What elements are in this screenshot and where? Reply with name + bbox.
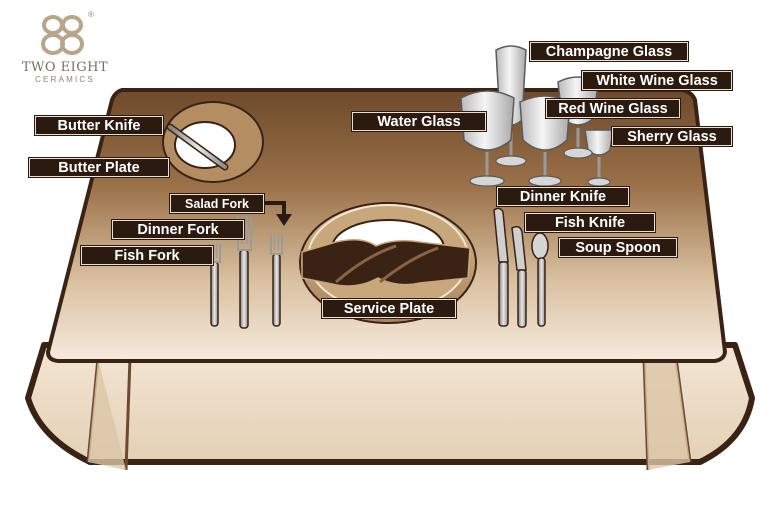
dinner-knife: [493, 207, 509, 327]
salad-fork-arrow: [264, 201, 292, 226]
salad-fork: [270, 234, 283, 327]
brand-logo-icon: [41, 15, 84, 55]
label-salad-fork: Salad Fork: [170, 194, 264, 213]
label-butter-plate: Butter Plate: [29, 158, 169, 177]
label-butter-knife: Butter Knife: [35, 116, 163, 135]
napkin: [301, 239, 471, 287]
sherry-glass: [584, 129, 614, 187]
fish-knife: [511, 225, 527, 328]
label-red-wine-glass: Red Wine Glass: [546, 99, 680, 118]
label-dinner-fork: Dinner Fork: [112, 220, 244, 239]
water-glass: [460, 90, 515, 187]
dinner-fork: [237, 216, 252, 329]
butter-plate: [162, 101, 264, 183]
brand-subtitle: CERAMICS: [35, 75, 95, 84]
label-service-plate: Service Plate: [322, 299, 456, 318]
label-champagne-glass: Champagne Glass: [530, 42, 688, 61]
brand-name: TWO EIGHT: [21, 60, 109, 75]
label-fish-fork: Fish Fork: [81, 246, 213, 265]
butter-knife: [166, 123, 229, 171]
label-water-glass: Water Glass: [352, 112, 486, 131]
registered-mark: ®: [88, 10, 94, 19]
label-fish-knife: Fish Knife: [525, 213, 655, 232]
tablecloth-skirt: [25, 342, 755, 471]
label-dinner-knife: Dinner Knife: [497, 187, 629, 206]
soup-spoon: [531, 232, 549, 327]
label-white-wine-glass: White Wine Glass: [582, 71, 732, 90]
label-soup-spoon: Soup Spoon: [559, 238, 677, 257]
label-sherry-glass: Sherry Glass: [612, 127, 732, 146]
